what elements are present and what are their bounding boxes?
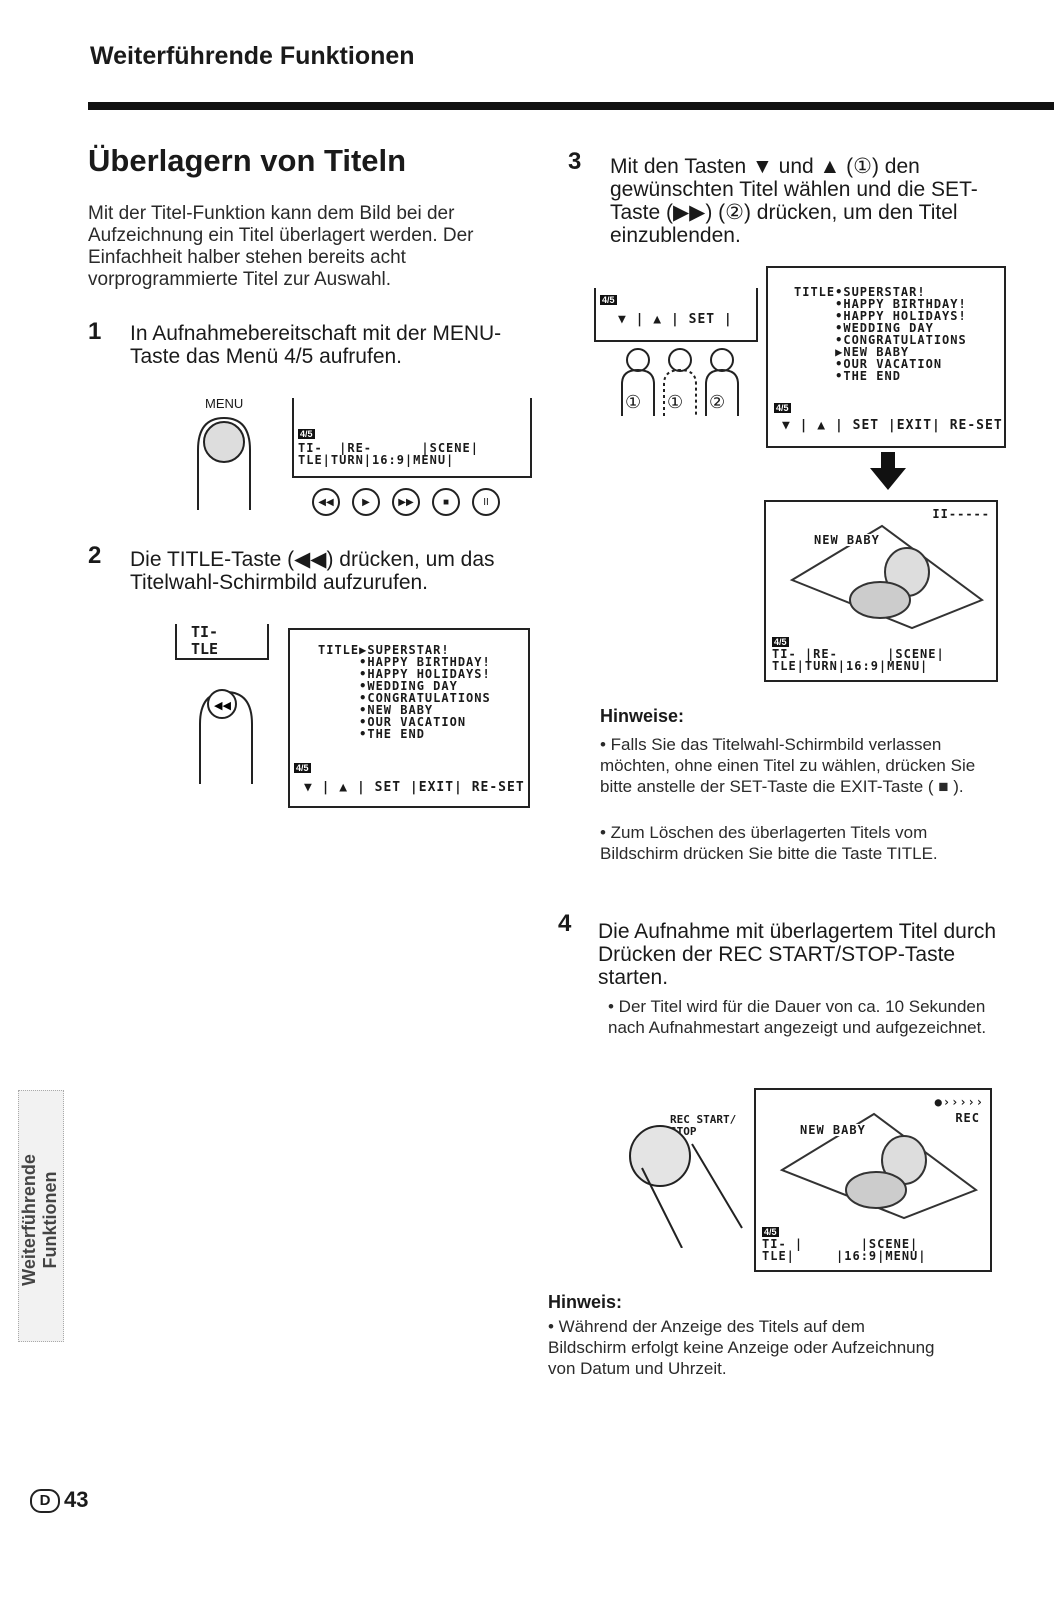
preview-screen-bar: TI- |RE- |SCENE| TLE|TURN|16:9|MENU| — [772, 647, 945, 673]
title-select-screen: TITLE▶SUPERSTAR! •HAPPY BIRTHDAY! •HAPPY… — [288, 628, 530, 808]
three-finger-press-icon — [621, 348, 739, 416]
notes-heading: Hinweise: — [600, 706, 685, 726]
baby-image — [789, 524, 985, 630]
finger-press-icon: ◀◀ — [199, 689, 253, 784]
stop-button-icon: ■ — [432, 488, 460, 516]
rec-label: REC — [955, 1111, 980, 1125]
step-3-text: Mit den Tasten ▼ und ▲ (①) den gewünscht… — [610, 155, 978, 247]
title-key-label: TI- TLE — [175, 624, 269, 660]
running-header: Weiterführende Funktionen — [90, 42, 415, 70]
circled-1-label: ① — [625, 392, 642, 412]
arrow-down-icon — [870, 452, 906, 490]
menu-screen-bar: TI- |RE- |SCENE| TLE|TURN|16:9|MENU| — [298, 441, 479, 467]
title-select-screen-new-baby: TITLE•SUPERSTAR! •HAPPY BIRTHDAY! •HAPPY… — [766, 266, 1006, 448]
small-key-bar: ▼ | ▲ | SET | — [618, 312, 733, 327]
title-list: TITLE•SUPERSTAR! •HAPPY BIRTHDAY! •HAPPY… — [794, 285, 967, 383]
step-4-text: Die Aufnahme mit überlagertem Titel durc… — [598, 920, 997, 989]
step-4-number: 4 — [558, 910, 572, 937]
menu-indicator-badge: 4/5 — [774, 403, 791, 413]
fast-forward-button-icon: ▶▶ — [392, 488, 420, 516]
baby-image — [779, 1112, 979, 1220]
step-2-text: Die TITLE-Taste (◀◀) drücken, um das Tit… — [130, 548, 495, 594]
step-1-number: 1 — [88, 318, 102, 345]
title-key-top: TI- — [191, 623, 219, 641]
set-keys-label: 4/5 ▼ | ▲ | SET | — [594, 288, 758, 342]
preview-screen: II----- NEW BABY 4/5 TI- |RE- |SCENE| TL… — [764, 500, 998, 682]
note-item: • Falls Sie das Titelwahl-Schirmbild ver… — [600, 735, 976, 796]
rec-screen-bar: TI- | |SCENE| TLE| |16:9|MENU| — [762, 1237, 927, 1263]
pause-status: II----- — [932, 507, 990, 521]
note-item: • Während der Anzeige des Titels auf dem… — [548, 1317, 935, 1378]
rec-status: ●››››› — [934, 1095, 984, 1109]
step-4-note: • Der Titel wird für die Dauer von ca. 1… — [608, 997, 987, 1037]
menu-indicator-badge: 4/5 — [762, 1227, 779, 1237]
title-screen-bar: ▼ | ▲ | SET |EXIT| RE-SET — [782, 418, 1003, 433]
title-overlay: NEW BABY — [814, 533, 880, 547]
section-title: Überlagern von Titeln — [88, 143, 407, 178]
note-heading: Hinweis: — [548, 1292, 623, 1312]
menu-screen: 4/5 TI- |RE- |SCENE| TLE|TURN|16:9|MENU| — [292, 398, 532, 478]
intro-text: Mit der Titel-Funktion kann dem Bild bei… — [88, 203, 474, 290]
page-number-value: 43 — [64, 1487, 89, 1512]
menu-indicator-badge: 4/5 — [298, 429, 315, 439]
menu-indicator-badge: 4/5 — [294, 763, 311, 773]
menu-indicator-badge: 4/5 — [600, 295, 617, 305]
step-2-number: 2 — [88, 542, 102, 569]
circled-2-label: ② — [709, 392, 726, 412]
menu-indicator-badge: 4/5 — [772, 637, 789, 647]
step-3-number: 3 — [568, 148, 582, 175]
rec-button-press-icon — [629, 1125, 743, 1248]
region-badge: D — [30, 1489, 60, 1514]
pause-button-icon: II — [472, 488, 500, 516]
menu-label: MENU — [205, 396, 244, 411]
title-key-bottom: TLE — [191, 640, 219, 658]
svg-text:◀◀: ◀◀ — [214, 699, 231, 712]
finger-press-icon — [197, 416, 251, 510]
title-screen-bar: ▼ | ▲ | SET |EXIT| RE-SET — [304, 780, 525, 795]
rec-screen: ●››››› REC NEW BABY 4/5 TI- | |SCENE| TL… — [754, 1088, 992, 1272]
title-overlay: NEW BABY — [800, 1123, 866, 1137]
title-list: TITLE▶SUPERSTAR! •HAPPY BIRTHDAY! •HAPPY… — [318, 643, 491, 741]
circled-1-label: ① — [667, 392, 684, 412]
header-rule — [88, 102, 1054, 110]
play-button-icon: ▶ — [352, 488, 380, 516]
step-1-text: In Aufnahmebereitschaft mit der MENU-Tas… — [130, 322, 502, 368]
sidebar-tab: Weiterführende Funktionen — [18, 1090, 64, 1342]
control-buttons: ◀◀ ▶ ▶▶ ■ II — [312, 488, 500, 516]
rewind-button-icon: ◀◀ — [312, 488, 340, 516]
note-item: • Zum Löschen des überlagerten Titels vo… — [600, 823, 938, 863]
sidebar-label: Weiterführende Funktionen — [19, 1154, 60, 1286]
